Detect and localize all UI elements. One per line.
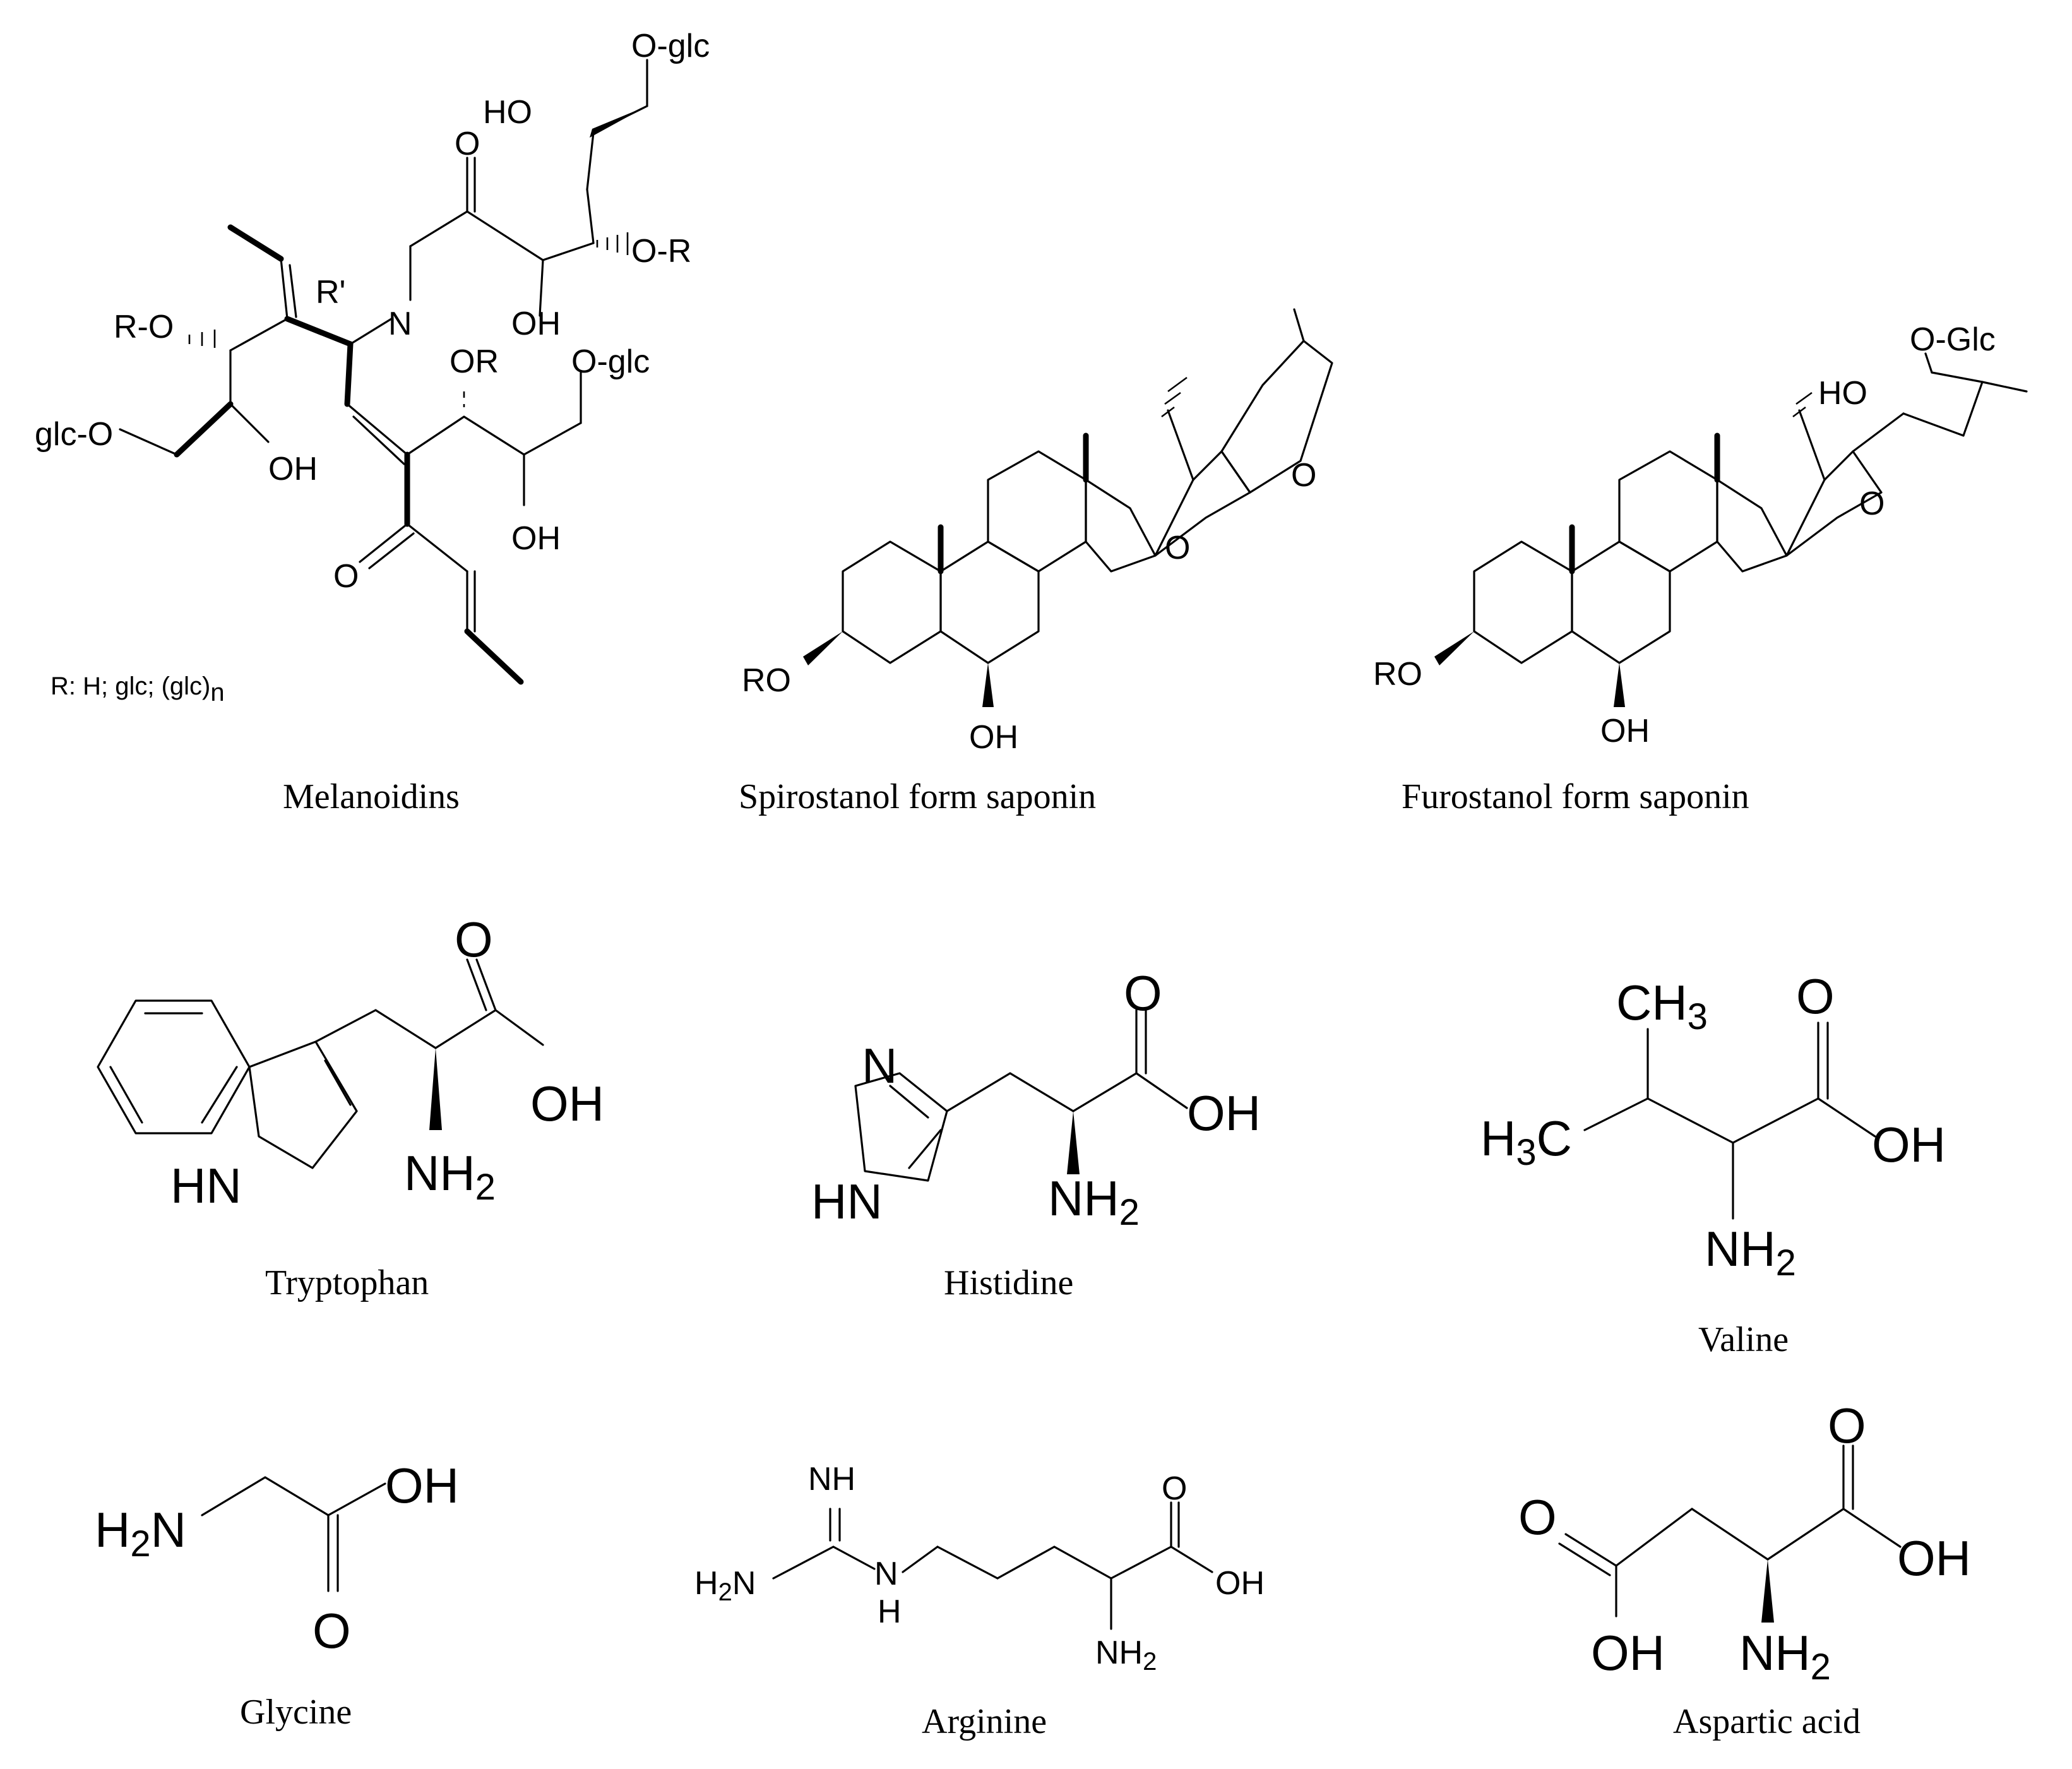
- val-ch3-label: CH3: [1616, 975, 1708, 1037]
- r-groups-note: R: H; glc; (glc)n: [51, 672, 225, 706]
- furostanol-structure: RO OH HO O O-Glc: [1373, 321, 2028, 749]
- asp-nh2-label: NH2: [1739, 1625, 1831, 1688]
- trp-hn-label: HN: [170, 1158, 242, 1213]
- r-o-label: R-O: [114, 309, 174, 345]
- oh-label-furo: OH: [1600, 713, 1650, 749]
- trp-o-label: O: [455, 912, 493, 967]
- o-glc-label-top: O-glc: [631, 28, 710, 64]
- caption-glycine: Glycine: [240, 1693, 352, 1732]
- valine-structure: CH3 O H3C OH NH2: [1480, 968, 1946, 1284]
- his-hn-label: HN: [811, 1174, 883, 1229]
- arg-oh-label: OH: [1215, 1565, 1265, 1602]
- arg-nh2-label: NH2: [1095, 1635, 1157, 1676]
- his-n-label: N: [862, 1038, 897, 1093]
- o-glc-label-right: O-glc: [571, 343, 650, 380]
- val-h3c-label: H3C: [1480, 1111, 1572, 1173]
- arg-o-label: O: [1162, 1470, 1187, 1507]
- val-oh-label: OH: [1872, 1117, 1946, 1172]
- oh-label-1: OH: [511, 306, 561, 342]
- arg-n-label: N: [874, 1556, 898, 1592]
- trp-nh2-label: NH2: [404, 1145, 496, 1208]
- glycine-structure: H2N OH O: [95, 1458, 459, 1659]
- gly-o-label: O: [313, 1603, 351, 1659]
- caption-spirostanol: Spirostanol form saponin: [739, 777, 1096, 816]
- furan-o-label-furo: O: [1859, 485, 1884, 522]
- ho-label-furo: HO: [1818, 375, 1867, 412]
- ho-label: HO: [483, 94, 532, 131]
- arg-h-label: H: [878, 1593, 902, 1630]
- asp-o-right-label: O: [1828, 1398, 1866, 1453]
- arg-h2n-label: H2N: [694, 1565, 756, 1606]
- o-r-label: O-R: [631, 233, 691, 270]
- arg-nh-label: NH: [808, 1461, 855, 1498]
- caption-melanoidins: Melanoidins: [283, 777, 460, 816]
- spirostanol-structure: RO OH O O: [742, 308, 1333, 756]
- his-oh-label: OH: [1187, 1085, 1261, 1141]
- o-glc-label-furo: O-Glc: [1910, 321, 1996, 358]
- val-o-label: O: [1796, 968, 1835, 1024]
- glc-o-label: glc-O: [35, 416, 113, 453]
- ketone-o-label: O: [455, 126, 480, 162]
- asp-oh-left-label: OH: [1591, 1625, 1665, 1681]
- caption-tryptophan: Tryptophan: [265, 1263, 429, 1302]
- val-nh2-label: NH2: [1705, 1221, 1796, 1284]
- oh-label-spiro: OH: [969, 719, 1018, 756]
- amine-n-label: N: [388, 306, 412, 342]
- aspartic-acid-structure: O OH O OH NH2: [1518, 1398, 1971, 1688]
- his-nh2-label: NH2: [1048, 1170, 1140, 1233]
- caption-furostanol: Furostanol form saponin: [1402, 777, 1749, 816]
- ro-label-furo: RO: [1373, 656, 1422, 693]
- caption-aspartic-acid: Aspartic acid: [1673, 1702, 1861, 1741]
- oh-label-2: OH: [268, 451, 318, 487]
- caption-histidine: Histidine: [944, 1263, 1073, 1302]
- tryptophan-structure: O OH HN NH2: [97, 912, 604, 1213]
- his-o-label: O: [1124, 965, 1162, 1021]
- caption-valine: Valine: [1698, 1320, 1789, 1359]
- ro-label-spiro: RO: [742, 662, 791, 699]
- arginine-structure: NH H2N N H O OH NH2: [694, 1461, 1265, 1676]
- gly-oh-label: OH: [385, 1458, 459, 1513]
- trp-oh-label: OH: [530, 1076, 604, 1131]
- r-prime-label: R': [316, 274, 345, 311]
- furan-o-label-spiro: O: [1165, 530, 1190, 566]
- oh-label-3: OH: [511, 520, 561, 557]
- histidine-structure: N HN O OH NH2: [811, 965, 1261, 1233]
- caption-arginine: Arginine: [922, 1702, 1047, 1741]
- melanoidins-structure: O-glc HO O O-R R' N OH R-O OR O-glc glc-…: [35, 28, 710, 706]
- enone-o-label: O: [333, 558, 359, 595]
- asp-oh-right-label: OH: [1897, 1530, 1971, 1586]
- pyran-o-label-spiro: O: [1291, 457, 1316, 494]
- gly-h2n-label: H2N: [95, 1502, 186, 1564]
- asp-o-left-label: O: [1518, 1489, 1557, 1545]
- or-label: OR: [450, 343, 499, 380]
